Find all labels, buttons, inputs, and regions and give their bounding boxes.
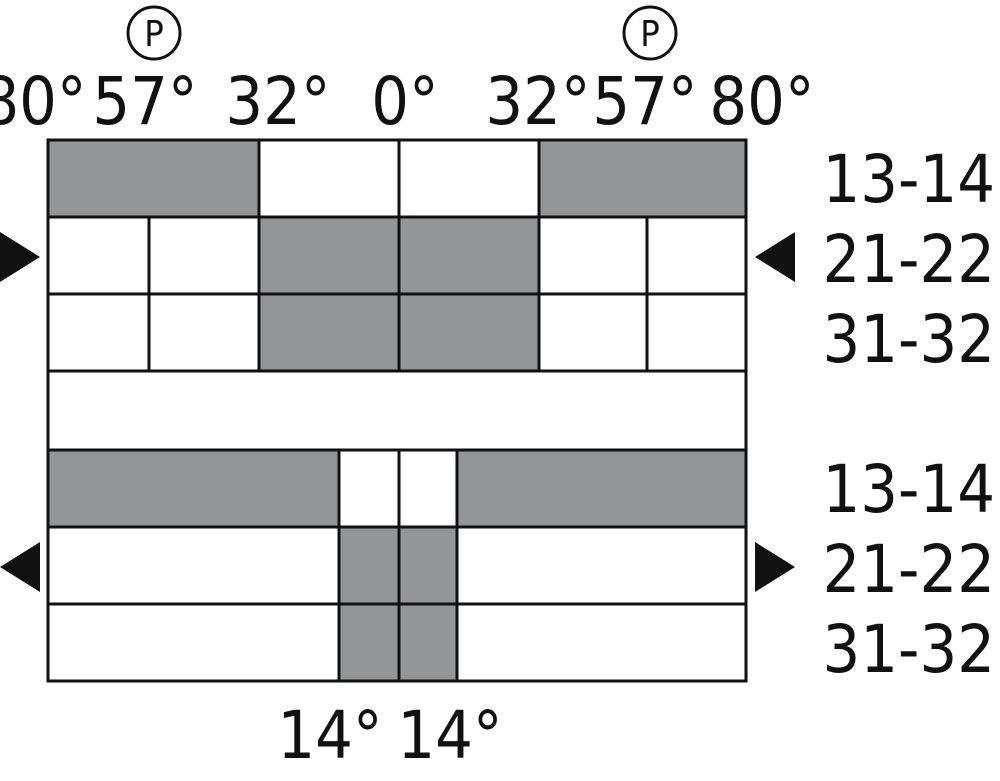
upper-block-cell	[149, 217, 259, 294]
upper-block-cell	[539, 294, 647, 371]
cells-layer	[48, 140, 746, 681]
grid-lines	[46, 138, 748, 683]
contact-label: 31-32	[822, 611, 995, 688]
labels-layer: P P 80° 57° 32° 0° 32° 57° 80° 13-14 21-…	[0, 5, 995, 774]
upper-block-cell	[259, 140, 399, 217]
lower-block-cell	[48, 450, 339, 527]
upper-block-cell	[48, 140, 149, 217]
arrow-right-icon	[0, 232, 40, 282]
top-angle-label: 80°	[0, 63, 87, 140]
upper-block-cell	[259, 294, 399, 371]
lower-block-cell	[457, 604, 746, 681]
upper-block-cell	[399, 140, 539, 217]
arrow-left-icon	[755, 232, 795, 282]
upper-block-cell	[647, 217, 746, 294]
upper-block-cell	[149, 140, 259, 217]
lower-block-cell	[399, 450, 457, 527]
lower-block-cell	[48, 604, 339, 681]
lower-block-cell	[339, 450, 399, 527]
lower-block-cell	[399, 604, 457, 681]
separator-row	[48, 371, 746, 450]
contact-label: 13-14	[822, 141, 995, 218]
park-marker-left: P	[126, 5, 182, 61]
contact-label: 13-14	[822, 451, 995, 528]
lower-block-cell	[48, 527, 339, 604]
top-angle-label: 80°	[709, 63, 814, 140]
contact-label: 31-32	[822, 301, 995, 378]
lower-block-cell	[457, 450, 746, 527]
top-angle-label: 57°	[92, 63, 197, 140]
bottom-angle-label: 14°	[277, 697, 382, 774]
upper-block-cell	[399, 217, 539, 294]
top-angle-label: 32°	[225, 63, 330, 140]
top-angle-label: 57°	[592, 63, 697, 140]
lower-block-cell	[339, 604, 399, 681]
contact-label: 21-22	[822, 531, 995, 608]
arrow-right-icon	[755, 542, 795, 592]
bottom-angle-label: 14°	[397, 697, 502, 774]
contact-label: 21-22	[822, 221, 995, 298]
upper-block-cell	[48, 217, 149, 294]
lower-block-cell	[457, 527, 746, 604]
arrow-left-icon	[0, 542, 40, 592]
upper-block-cell	[539, 140, 647, 217]
upper-block-cell	[259, 217, 399, 294]
upper-block-cell	[48, 294, 149, 371]
upper-block-cell	[647, 140, 746, 217]
park-marker-right: P	[622, 5, 678, 61]
top-angle-label: 32°	[485, 63, 590, 140]
outer-border	[46, 138, 748, 683]
lower-block-cell	[339, 527, 399, 604]
upper-block-cell	[647, 294, 746, 371]
svg-text:P: P	[640, 14, 660, 55]
upper-block-cell	[399, 294, 539, 371]
svg-text:P: P	[144, 14, 164, 55]
lower-block-cell	[399, 527, 457, 604]
upper-block-cell	[539, 217, 647, 294]
upper-block-cell	[149, 294, 259, 371]
top-angle-label: 0°	[371, 63, 438, 140]
